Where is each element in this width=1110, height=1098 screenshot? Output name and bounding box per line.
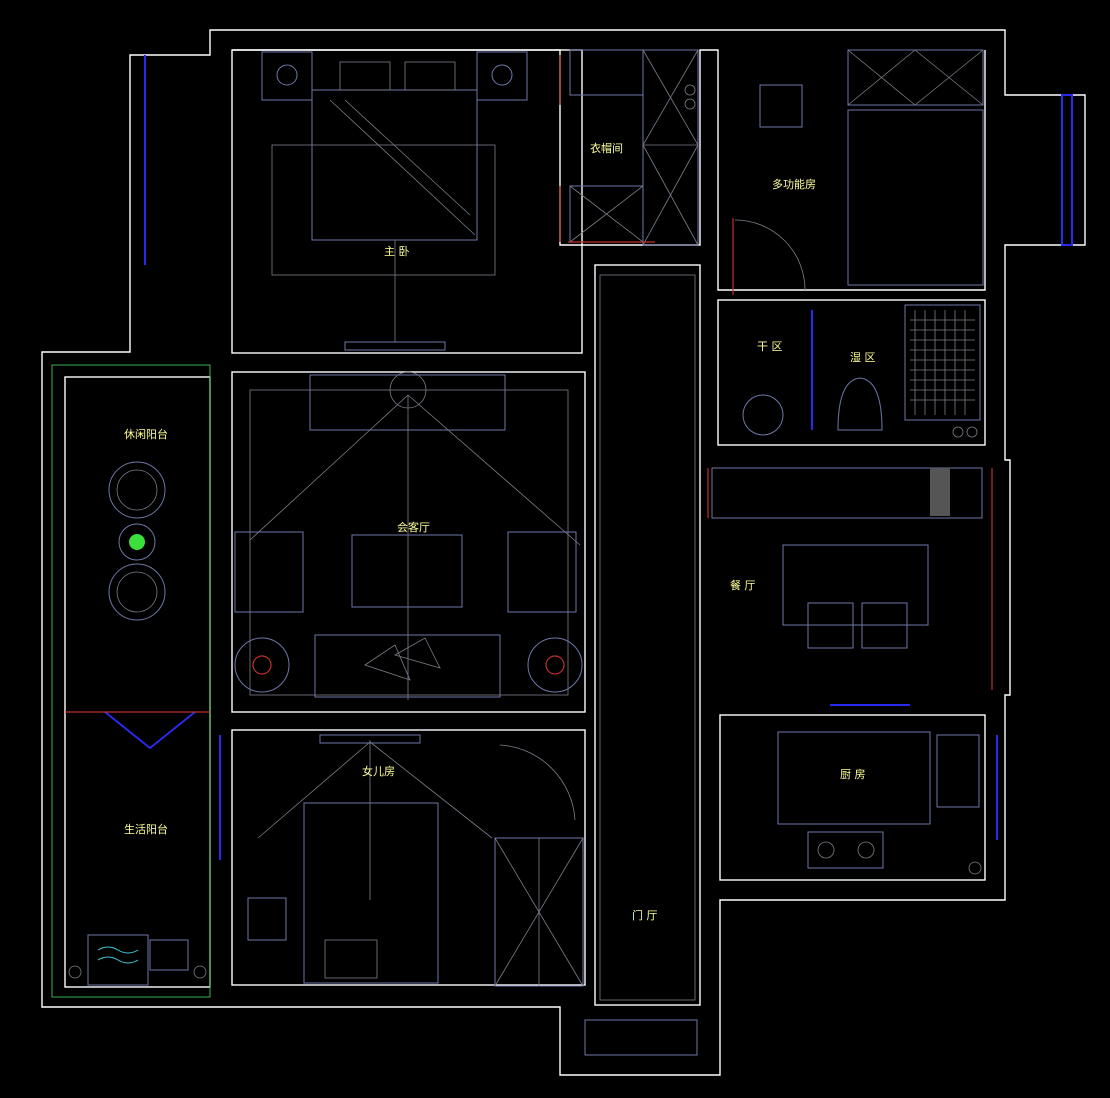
living-room xyxy=(231,371,586,713)
room-label-living-room: 会客厅 xyxy=(397,520,430,534)
room-label-dining-room: 餐 厅 xyxy=(730,578,756,592)
room-label-dry-zone: 干 区 xyxy=(757,340,783,353)
room-label-walk-in-closet: 衣帽间 xyxy=(590,141,623,155)
walk-in-closet xyxy=(559,49,699,246)
room-label-kitchen: 厨 房 xyxy=(840,768,866,781)
leisure-balcony xyxy=(51,364,221,998)
bathroom xyxy=(717,299,986,446)
room-label-master-bedroom: 主 卧 xyxy=(384,245,410,258)
room-label-wet-zone: 湿 区 xyxy=(850,351,876,364)
room-label-daughter-room: 女儿房 xyxy=(362,764,395,778)
kitchen xyxy=(719,704,998,881)
room-label-multifunction-room: 多功能房 xyxy=(772,177,816,191)
foyer xyxy=(584,264,701,1056)
outer-wall xyxy=(41,29,1086,1076)
room-label-foyer: 门 厅 xyxy=(632,908,658,922)
daughter-room xyxy=(231,729,586,987)
dining-room xyxy=(707,467,993,690)
inner-wall xyxy=(232,49,986,291)
room-label-leisure-balcony: 休闲阳台 xyxy=(124,427,168,441)
multifunction-room xyxy=(144,49,1073,295)
master-bedroom xyxy=(231,49,583,354)
room-label-service-balcony: 生活阳台 xyxy=(124,822,168,836)
